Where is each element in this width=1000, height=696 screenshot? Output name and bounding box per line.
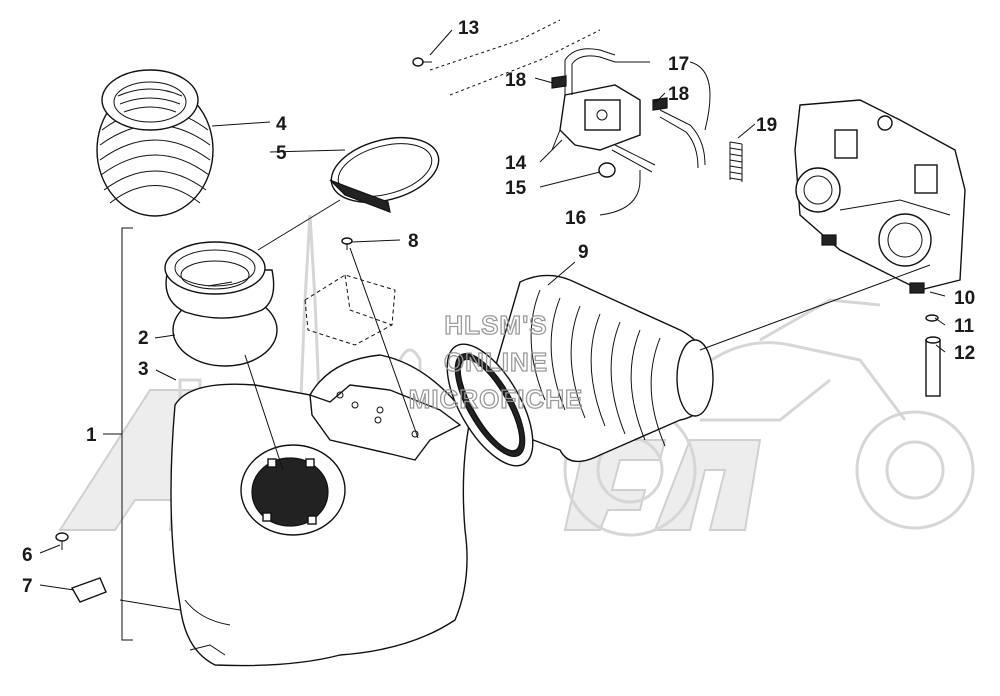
airbox-housing — [170, 354, 471, 667]
hose-clamp — [329, 137, 440, 213]
callout-12: 12 — [954, 343, 975, 364]
callout-15: 15 — [505, 178, 527, 199]
callout-6: 6 — [22, 545, 33, 566]
callout-18-left: 18 — [505, 70, 526, 91]
callout-17: 17 — [668, 54, 689, 75]
spring-19 — [729, 141, 743, 182]
bellows-boot — [96, 69, 214, 217]
callout-7: 7 — [22, 576, 33, 597]
intake-duct — [446, 274, 714, 467]
callouts: 1 2 3 4 5 6 7 8 9 10 11 12 13 14 15 16 1… — [22, 18, 975, 597]
callout-10: 10 — [954, 288, 975, 309]
leader-lines — [39, 29, 946, 611]
callout-11: 11 — [954, 316, 975, 337]
fuel-pump-area — [412, 19, 706, 178]
watermark-line-2: ONLINE — [444, 347, 548, 377]
callout-4: 4 — [276, 114, 287, 135]
callout-16: 16 — [565, 208, 586, 229]
callout-14: 14 — [505, 153, 527, 174]
clip-11 — [925, 314, 939, 322]
callout-8: 8 — [408, 231, 419, 252]
rubber-adapter — [164, 241, 278, 367]
callout-18-right: 18 — [668, 84, 689, 105]
bracket-1 — [103, 227, 133, 641]
rivet-6 — [55, 532, 69, 550]
clip-7 — [70, 577, 107, 603]
drain-hose-12 — [925, 336, 941, 397]
mounting-bracket — [304, 274, 396, 346]
callout-2: 2 — [138, 328, 149, 349]
watermark-line-3: MICROFICHE — [409, 384, 584, 414]
watermark: HLSM'S ONLINE MICROFICHE — [408, 309, 584, 414]
callout-13: 13 — [458, 18, 479, 39]
screw-8 — [341, 237, 353, 250]
callout-19: 19 — [756, 115, 777, 136]
callout-3: 3 — [138, 359, 149, 380]
callout-1: 1 — [86, 425, 97, 446]
carburetor-assembly — [794, 99, 966, 294]
callout-5: 5 — [276, 143, 287, 164]
watermark-line-1: HLSM'S — [444, 310, 547, 340]
callout-9: 9 — [578, 242, 589, 263]
